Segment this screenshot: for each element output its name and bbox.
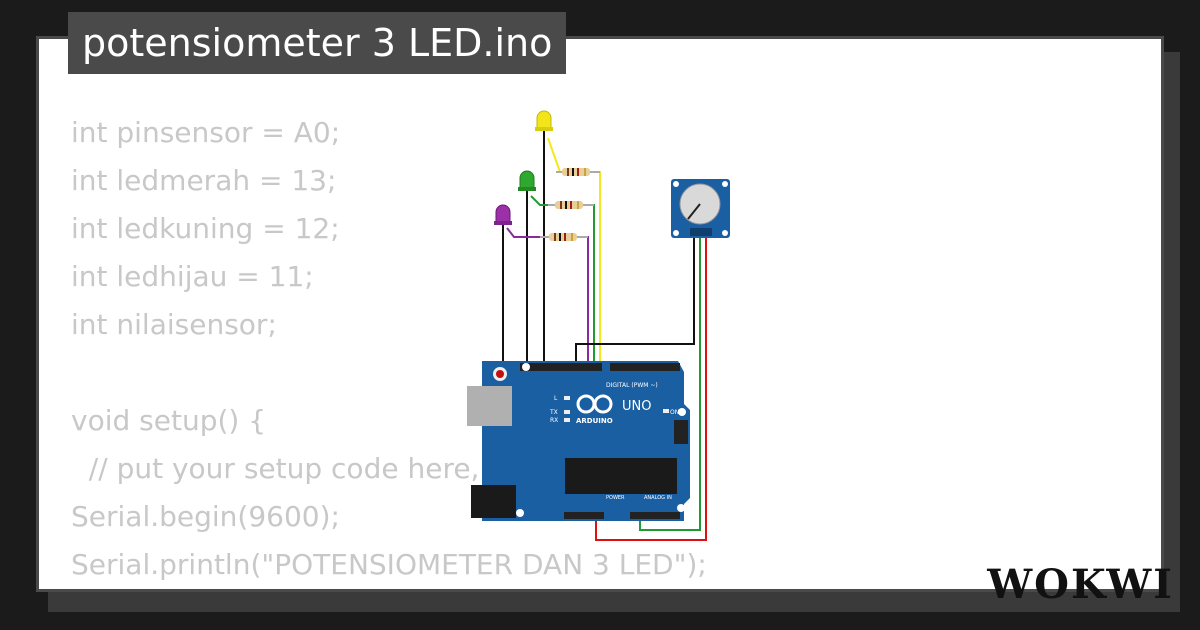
wire-pot-gnd (575, 238, 695, 368)
wire-green (530, 195, 595, 368)
board-brand: ARDUINO (576, 417, 613, 425)
board-name: UNO (622, 399, 651, 414)
digital-header-right (610, 363, 680, 371)
power-header (564, 512, 604, 519)
reset-button[interactable] (496, 370, 504, 378)
wokwi-logo: WOKWI (987, 561, 1174, 608)
led-purple[interactable] (494, 204, 512, 225)
pot-knob-indicator (687, 203, 701, 220)
code-line: int ledkuning = 12; (71, 212, 340, 245)
code-line: int ledmerah = 13; (71, 164, 337, 197)
wire-pot-signal (639, 238, 701, 531)
potentiometer[interactable] (671, 179, 730, 238)
digital-label: DIGITAL (PWM ~) (606, 382, 658, 389)
l-led-label: L (554, 395, 558, 402)
code-line: void setup() { (71, 404, 267, 437)
analog-label: ANALOG IN (644, 495, 672, 501)
code-line: int nilaisensor; (71, 308, 277, 341)
arduino-uno-board[interactable]: UNO ARDUINO DIGITAL (PWM ~) POWER ANALOG… (467, 361, 690, 521)
code-line: Serial.begin(9600); (71, 500, 340, 533)
analog-header (630, 512, 680, 519)
on-led-label: ON (670, 409, 679, 416)
tx-led-label: TX (549, 409, 558, 416)
power-jack (471, 485, 516, 518)
project-title: potensiometer 3 LED.ino (68, 12, 567, 74)
rx-led-label: RX (550, 417, 558, 424)
resistor-3[interactable] (540, 233, 588, 241)
microcontroller-chip (565, 458, 677, 494)
code-line: int pinsensor = A0; (71, 116, 341, 149)
code-line: Serial.println("POTENSIOMETER DAN 3 LED"… (71, 548, 707, 581)
led-yellow[interactable] (535, 110, 553, 131)
led-green[interactable] (518, 170, 536, 191)
infinity-logo (576, 394, 613, 414)
usb-port (467, 386, 512, 426)
digital-header-left (520, 363, 602, 371)
wire-pot-vcc (595, 238, 707, 541)
code-line: int ledhijau = 11; (71, 260, 314, 293)
resistor-1[interactable] (556, 168, 600, 176)
power-label: POWER (606, 495, 625, 501)
resistor-2[interactable] (548, 201, 594, 209)
